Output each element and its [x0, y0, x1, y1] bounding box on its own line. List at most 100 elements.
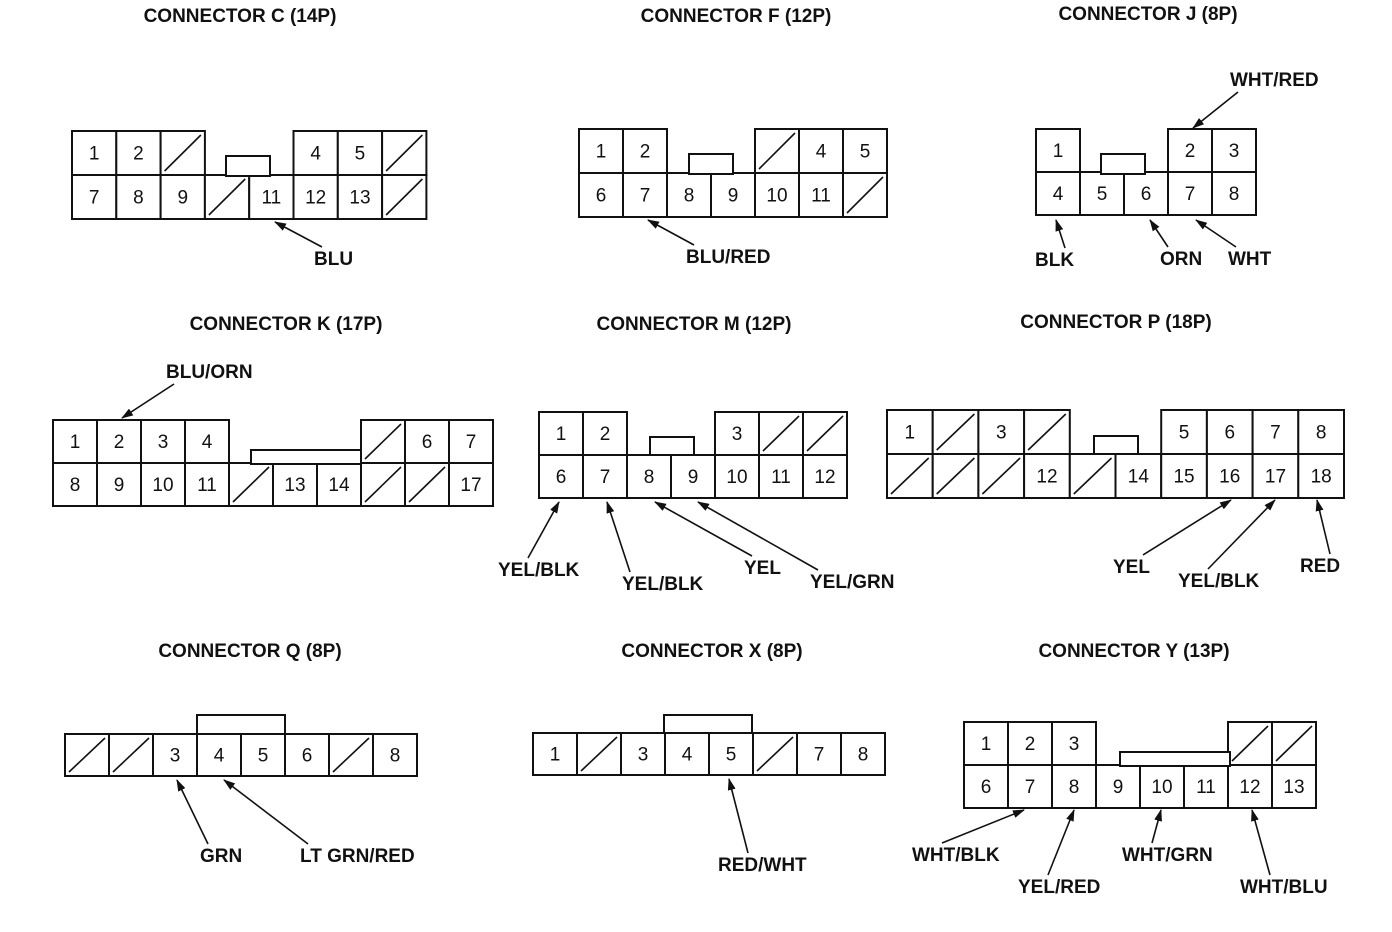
wire-callout: ORN	[1149, 219, 1202, 270]
pin-cell: 8	[840, 732, 886, 776]
pin-number: 2	[640, 142, 651, 163]
pin-number: 13	[349, 188, 370, 209]
leader-arrow	[1251, 809, 1271, 876]
pin-number: 7	[89, 188, 100, 209]
blank-cavity	[576, 732, 622, 776]
pin-cell: 11	[758, 454, 804, 499]
pin-number: 16	[1219, 467, 1240, 488]
pin-cell: 4	[292, 130, 339, 176]
pin-cell: 10	[754, 172, 800, 218]
blank-cavity	[360, 419, 406, 464]
pin-number: 12	[1036, 467, 1057, 488]
pin-number: 8	[858, 745, 869, 766]
wire-color-label: YEL/BLK	[622, 574, 704, 595]
pin-cell: 7	[1167, 171, 1213, 216]
pin-cell: 8	[666, 172, 712, 218]
connector-title: CONNECTOR X (8P)	[621, 641, 802, 662]
pin-cell: 6	[538, 454, 584, 499]
pin-cell: 3	[1051, 721, 1097, 766]
blank-cavity	[203, 174, 251, 220]
pin-cell: 11	[798, 172, 844, 218]
leader-arrow	[1149, 219, 1169, 248]
pin-cell: 2	[1007, 721, 1053, 766]
pin-cell: 8	[372, 733, 418, 777]
pin-cell: 7	[1007, 764, 1053, 809]
connector-latch	[1100, 153, 1146, 175]
pin-cell: 14	[1114, 453, 1163, 499]
leader-arrow	[1142, 499, 1232, 556]
leader-arrow	[654, 501, 753, 557]
pin-cell: 10	[714, 454, 760, 499]
pin-cell: 8	[115, 174, 162, 220]
pin-number: 7	[1025, 777, 1036, 798]
pin-cell: 6	[1205, 409, 1254, 455]
leader-arrow	[176, 779, 209, 845]
wire-callout: WHT/BLU	[1240, 809, 1328, 898]
pin-cell: 7	[448, 419, 494, 464]
blank-cavity	[752, 732, 798, 776]
pin-cell: 3	[620, 732, 666, 776]
pin-cell: 4	[184, 419, 230, 464]
blank-cavity	[842, 172, 888, 218]
pin-number: 4	[682, 745, 693, 766]
pin-cell: 5	[240, 733, 286, 777]
wire-color-label: BLU/ORN	[166, 362, 253, 383]
pin-cell: 8	[52, 462, 98, 507]
wire-color-label: WHT	[1228, 249, 1272, 270]
blank-cavity	[977, 453, 1026, 499]
pin-cell: 11	[184, 462, 230, 507]
leader-arrow	[1315, 499, 1331, 555]
pin-number: 8	[70, 475, 81, 496]
pin-number: 7	[1185, 184, 1196, 205]
pin-number: 5	[726, 745, 737, 766]
pin-number: 17	[1265, 467, 1286, 488]
leader-arrow	[527, 501, 560, 559]
pin-number: 10	[766, 186, 787, 207]
pin-cell: 12	[802, 454, 848, 499]
pin-number: 3	[158, 432, 169, 453]
wire-callout: YEL/RED	[1018, 809, 1100, 898]
pin-cell: 12	[292, 174, 339, 220]
connector-title: CONNECTOR K (17P)	[190, 314, 383, 335]
pin-number: 6	[981, 777, 992, 798]
pin-number: 2	[133, 144, 144, 165]
pin-cell: 4	[798, 128, 844, 174]
connector-title: CONNECTOR M (12P)	[597, 314, 792, 335]
pin-cell: 2	[622, 128, 668, 174]
connector-title: CONNECTOR Y (13P)	[1038, 641, 1229, 662]
blank-cavity	[1023, 409, 1071, 455]
pin-cell: 7	[582, 454, 628, 499]
pin-number: 15	[1173, 467, 1194, 488]
connector-title: CONNECTOR Q (8P)	[158, 641, 341, 662]
leader-arrow	[121, 383, 175, 419]
pin-number: 7	[1270, 423, 1281, 444]
wire-color-label: BLK	[1035, 250, 1074, 271]
blank-cavity	[1068, 453, 1117, 499]
pin-cell: 10	[140, 462, 186, 507]
pin-number: 3	[1069, 734, 1080, 755]
blank-cavity	[886, 453, 934, 499]
pin-cell: 3	[140, 419, 186, 464]
pin-number: 4	[1053, 184, 1064, 205]
pin-cell: 1	[538, 411, 584, 456]
pin-number: 7	[600, 467, 611, 488]
pin-number: 12	[814, 467, 835, 488]
pin-number: 9	[1113, 777, 1124, 798]
leader-arrow	[1207, 499, 1276, 570]
pin-number: 13	[284, 475, 305, 496]
connector-latch	[1093, 435, 1139, 455]
pin-number: 3	[170, 746, 181, 767]
wire-color-label: WHT/BLU	[1240, 877, 1328, 898]
connector-latch	[649, 436, 695, 456]
pin-number: 14	[328, 475, 350, 496]
leader-arrow	[606, 501, 631, 573]
wire-callout: LT GRN/RED	[223, 779, 415, 867]
wire-callout: RED	[1300, 499, 1340, 577]
pin-cell: 3	[1211, 128, 1257, 173]
pin-cell: 15	[1160, 453, 1208, 499]
